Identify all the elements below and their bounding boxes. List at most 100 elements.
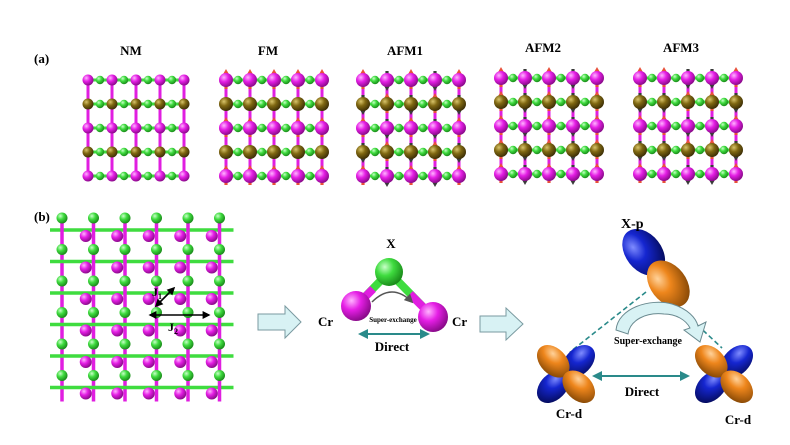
j1-label: J1 xyxy=(152,285,162,301)
flow-arrow-1 xyxy=(257,304,302,340)
x-atom xyxy=(167,123,177,133)
x-atom xyxy=(56,370,68,381)
x-atom xyxy=(418,123,428,133)
x-atom xyxy=(151,244,162,255)
cr-atom xyxy=(79,356,92,368)
cr-atom xyxy=(205,324,218,337)
x-atom xyxy=(56,338,68,350)
x-atom xyxy=(119,338,131,350)
cr-atom xyxy=(705,167,719,181)
cr-atom xyxy=(219,121,233,135)
x-atom xyxy=(95,75,105,85)
cr-atom xyxy=(291,145,305,159)
cr-atom xyxy=(315,169,329,183)
x-atom xyxy=(556,121,566,131)
x-atom xyxy=(442,99,452,109)
x-atom xyxy=(182,275,194,287)
x-atom xyxy=(151,338,162,350)
cr-atom xyxy=(566,119,580,133)
cr-atom xyxy=(178,74,190,86)
x-atom xyxy=(95,171,105,181)
cr-atom xyxy=(681,143,695,157)
cr-atom xyxy=(729,143,743,157)
cr-atom xyxy=(82,170,94,182)
x-atom xyxy=(95,123,105,133)
cr-atom xyxy=(219,145,233,159)
x-atom xyxy=(305,147,315,157)
x-atom xyxy=(167,75,177,85)
x-atom xyxy=(233,99,243,109)
x-atom xyxy=(442,171,452,181)
x-atom xyxy=(556,145,566,155)
x-atom xyxy=(233,123,243,133)
cr-atom xyxy=(106,146,118,158)
x-atom xyxy=(647,145,657,155)
x-atom xyxy=(214,212,225,224)
cr-atom xyxy=(79,230,92,242)
cr-atom xyxy=(356,73,370,87)
x-atom xyxy=(695,169,705,179)
cr-atom xyxy=(142,293,155,305)
cr-atom xyxy=(243,169,257,183)
cr-atom xyxy=(130,98,142,110)
x-atom xyxy=(151,307,162,318)
x-atom xyxy=(508,121,518,131)
x-atom xyxy=(143,147,153,157)
title-afm3: AFM3 xyxy=(663,40,700,55)
x-atom xyxy=(532,97,542,107)
x-atom xyxy=(281,147,291,157)
x-atom xyxy=(88,307,99,318)
cr-atom xyxy=(243,121,257,135)
cr-atom xyxy=(154,170,166,182)
cr-atom xyxy=(79,324,92,337)
x-atom xyxy=(182,244,194,255)
x-atom xyxy=(88,275,99,287)
cr-atom xyxy=(590,119,604,133)
cr-atom xyxy=(590,143,604,157)
cr-atom xyxy=(79,261,92,274)
cr-atom xyxy=(106,170,118,182)
x-atom xyxy=(370,147,380,157)
cr-atom xyxy=(154,146,166,158)
x-atom xyxy=(119,275,131,287)
x-atom xyxy=(671,169,681,179)
j2-label: J2 xyxy=(168,320,178,336)
x-atom xyxy=(442,75,452,85)
cr-atom xyxy=(657,167,671,181)
x-atom xyxy=(214,275,225,287)
cr-atom xyxy=(130,122,142,134)
cr-atom xyxy=(205,387,218,400)
x-atom xyxy=(580,145,590,155)
x-atom xyxy=(695,145,705,155)
lattice-panel-b xyxy=(50,212,234,402)
cr-atom xyxy=(315,73,329,87)
cr-atom xyxy=(142,261,155,274)
cr-atom xyxy=(404,121,418,135)
cr-atom xyxy=(404,73,418,87)
cr-atom xyxy=(315,121,329,135)
x-atom xyxy=(508,145,518,155)
x-atom xyxy=(257,75,267,85)
x-atom xyxy=(532,169,542,179)
exchange-paths: J1 J2 xyxy=(148,285,211,336)
title-afm1: AFM1 xyxy=(387,43,423,58)
x-atom xyxy=(418,99,428,109)
cr-atom xyxy=(633,95,647,109)
x-atom xyxy=(647,121,657,131)
x-atom xyxy=(143,75,153,85)
cr-atom xyxy=(380,97,394,111)
crd-left-label: Cr-d xyxy=(556,406,583,421)
cr-atom xyxy=(178,122,190,134)
x-atom xyxy=(305,123,315,133)
x-atom xyxy=(671,145,681,155)
cr-atom xyxy=(111,387,124,400)
x-atom xyxy=(647,169,657,179)
x-atom xyxy=(281,171,291,181)
cr-atom xyxy=(267,145,281,159)
cr-atom xyxy=(267,97,281,111)
cr-atom xyxy=(657,71,671,85)
cr-atom xyxy=(219,73,233,87)
x-atom xyxy=(647,97,657,107)
x-atom xyxy=(394,75,404,85)
